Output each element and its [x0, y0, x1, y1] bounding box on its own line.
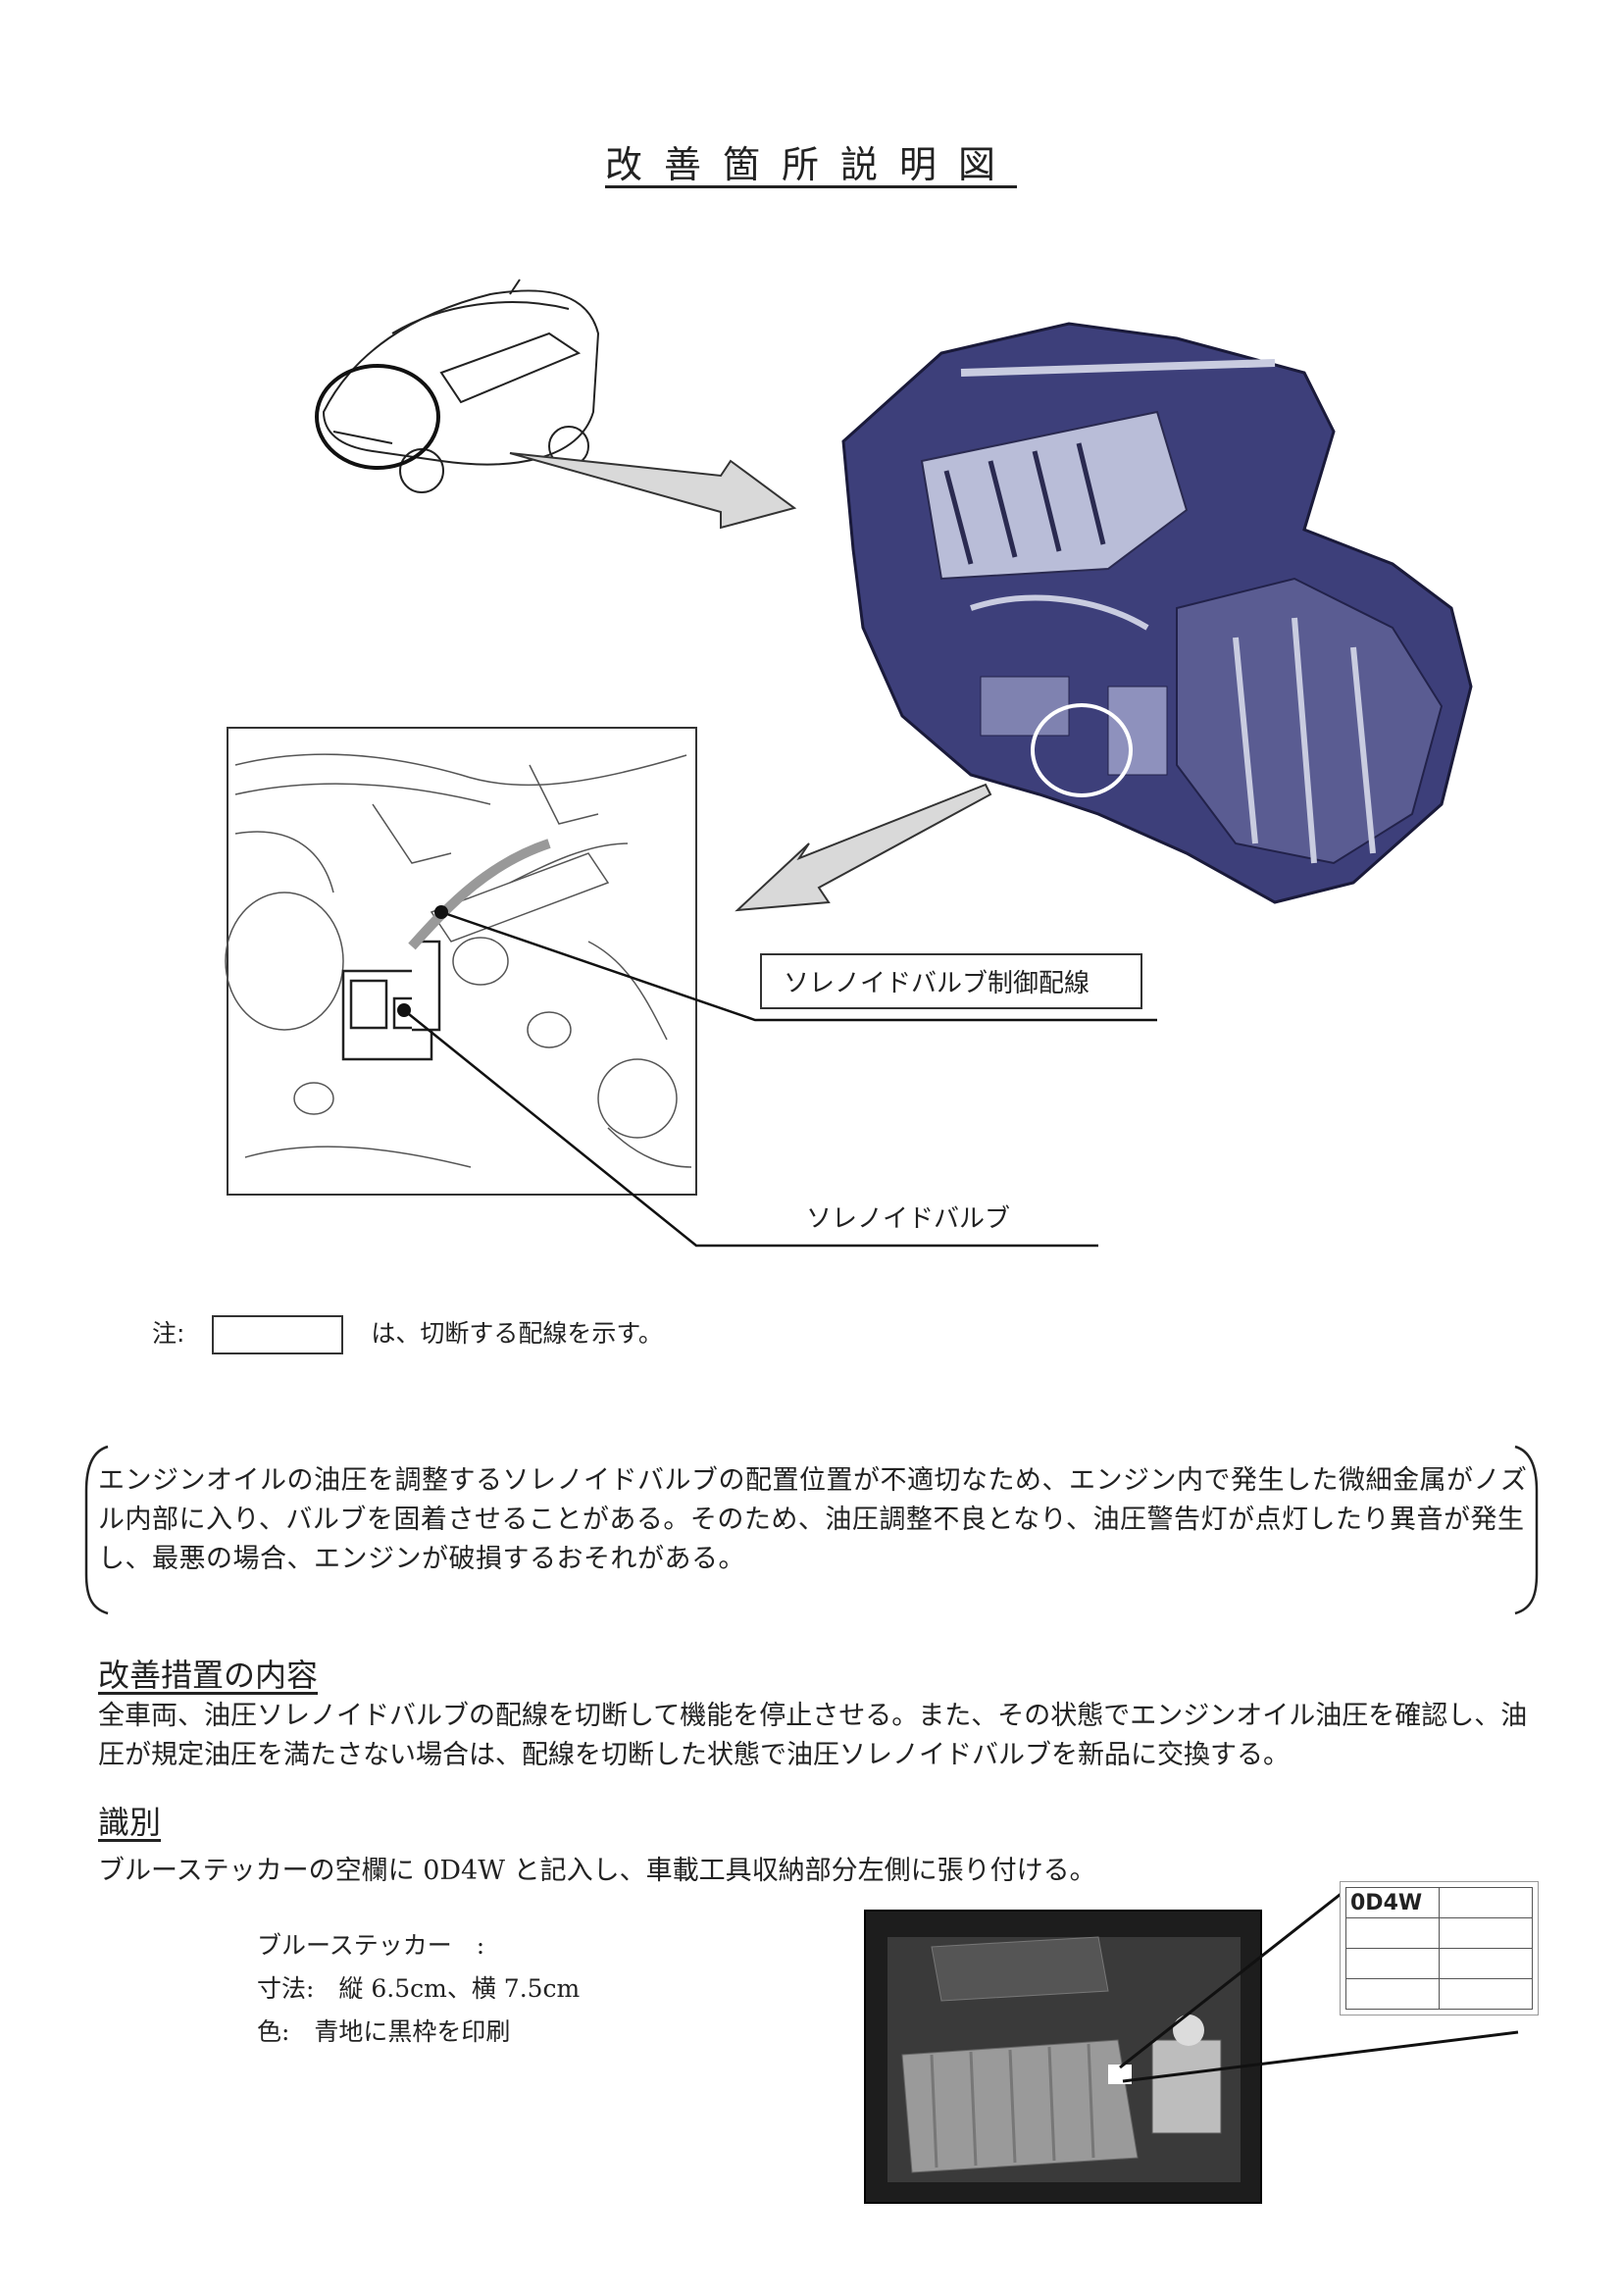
sticker-code-cell: 0D4W — [1345, 1887, 1440, 1918]
engine-illustration — [841, 322, 1473, 904]
remedy-text: 全車両、油圧ソレノイドバルブの配線を切断して機能を停止させる。また、その状態でエ… — [98, 1701, 1528, 1770]
page-title: 改善箇所説明図 — [604, 143, 1017, 187]
sticker-illustration: 0D4W — [1340, 1881, 1539, 2015]
car-highlight-circle — [315, 364, 440, 470]
sticker-title: ブルーステッカー : — [257, 1931, 485, 1960]
sticker-cell — [1439, 1887, 1533, 1918]
note-suffix: は、切断する配線を示す。 — [371, 1319, 663, 1348]
sticker-cell — [1439, 1978, 1533, 2010]
wiring-leader-line — [440, 910, 1157, 1022]
arrow-car-to-engine — [509, 452, 797, 530]
note-row: 注: は、切断する配線を示す。 — [152, 1314, 663, 1354]
detail-line-art — [225, 753, 692, 1168]
sticker-size: 寸法: 縦 6.5cm、横 7.5cm — [257, 1974, 581, 2003]
arrow-engine-to-detail — [735, 783, 992, 912]
sticker-cell — [1345, 1948, 1440, 1979]
sticker-grid: 0D4W — [1345, 1887, 1533, 2010]
sticker-color: 色: 青地に黒枠を印刷 — [257, 2017, 511, 2046]
valve-callout-label: ソレノイドバルブ — [806, 1204, 1011, 1234]
sticker-spec-block: ブルーステッカー : 寸法: 縦 6.5cm、横 7.5cm 色: 青地に黒枠を… — [257, 1924, 580, 2054]
engine-highlight-circle — [1031, 703, 1133, 797]
note-prefix: 注: — [152, 1319, 185, 1348]
sticker-leader-line-1 — [1119, 1886, 1349, 2069]
sticker-location-mark — [1108, 2065, 1132, 2084]
sticker-leader-line-2 — [1122, 2030, 1519, 2083]
right-bracket — [1514, 1445, 1539, 1615]
sticker-cell — [1439, 1917, 1533, 1949]
sticker-cell — [1345, 1917, 1440, 1949]
left-bracket — [84, 1445, 109, 1615]
sticker-cell — [1345, 1978, 1440, 2010]
wiring-callout-box: ソレノイドバルブ制御配線 — [760, 953, 1142, 1009]
sticker-cell — [1439, 1948, 1533, 1979]
tool-storage-photo — [864, 1910, 1262, 2204]
identification-text: ブルーステッカーの空欄に 0D4W と記入し、車載工具収納部分左側に張り付ける。 — [98, 1856, 1096, 1886]
valve-leader-line — [403, 1009, 1098, 1248]
note-legend-box — [212, 1315, 344, 1354]
detail-frame — [227, 727, 697, 1196]
car-illustration — [322, 279, 600, 493]
identification-heading: 識別 — [98, 1804, 162, 1841]
remedy-heading: 改善措置の内容 — [98, 1657, 319, 1694]
defect-description: エンジンオイルの油圧を調整するソレノイドバルブの配置位置が不適切なため、エンジン… — [98, 1465, 1528, 1574]
wiring-harness — [408, 839, 551, 950]
